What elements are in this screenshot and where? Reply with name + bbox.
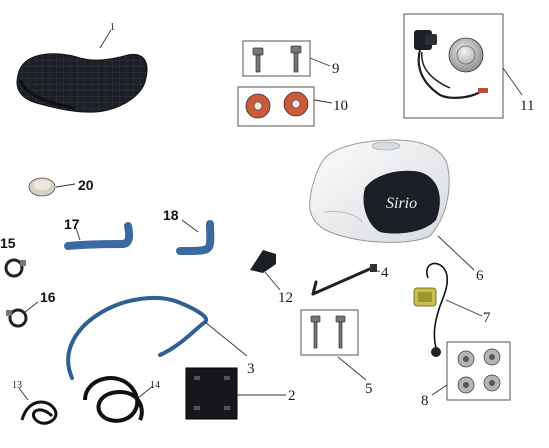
part-label-10: 10	[333, 98, 348, 114]
bent-hose-b-part	[176, 220, 215, 255]
hose-clamp-a-part	[4, 258, 26, 278]
hose-clamp-b-part	[6, 308, 28, 328]
part-label-13: 13	[12, 380, 22, 391]
part-label-6: 6	[476, 268, 484, 284]
bolt-pair-lower-part	[300, 309, 359, 356]
ignition-lock-set-part	[403, 13, 504, 119]
part-label-5: 5	[365, 381, 373, 397]
part-label-11: 11	[520, 98, 534, 114]
rubber-grommets-part	[237, 86, 315, 127]
part-label-15: 15	[0, 235, 16, 251]
hose-long-part	[66, 295, 209, 380]
part-label-16: 16	[40, 289, 56, 305]
fuel-tank-decal-part	[185, 367, 238, 420]
part-label-4: 4	[381, 265, 389, 281]
part-label-12: 12	[278, 290, 293, 306]
side-stand-rod-part	[311, 264, 377, 296]
part-label-9: 9	[332, 61, 340, 77]
bracket-small-part	[250, 250, 276, 273]
fuel-tank-part: Sirio	[309, 139, 450, 243]
part-label-20: 20	[78, 177, 94, 193]
part-label-17: 17	[64, 216, 80, 232]
bent-hose-a-part	[64, 222, 134, 250]
part-label-18: 18	[163, 207, 179, 223]
nut-set-part	[446, 341, 511, 401]
part-label-1: 1	[110, 22, 115, 33]
fuel-cap-plug-part	[28, 177, 56, 197]
part-label-7: 7	[483, 310, 491, 326]
hose-short-coil-part	[20, 400, 58, 425]
fuel-sensor-part	[413, 262, 449, 357]
part-label-3: 3	[247, 361, 255, 377]
hose-coil-large-part	[83, 376, 144, 423]
seat-part	[16, 53, 148, 113]
part-label-8: 8	[421, 393, 429, 409]
bolt-pair-upper-part	[242, 40, 311, 77]
tank-brand-text: Sirio	[386, 195, 417, 212]
part-label-2: 2	[288, 388, 296, 404]
part-label-14: 14	[150, 380, 160, 391]
